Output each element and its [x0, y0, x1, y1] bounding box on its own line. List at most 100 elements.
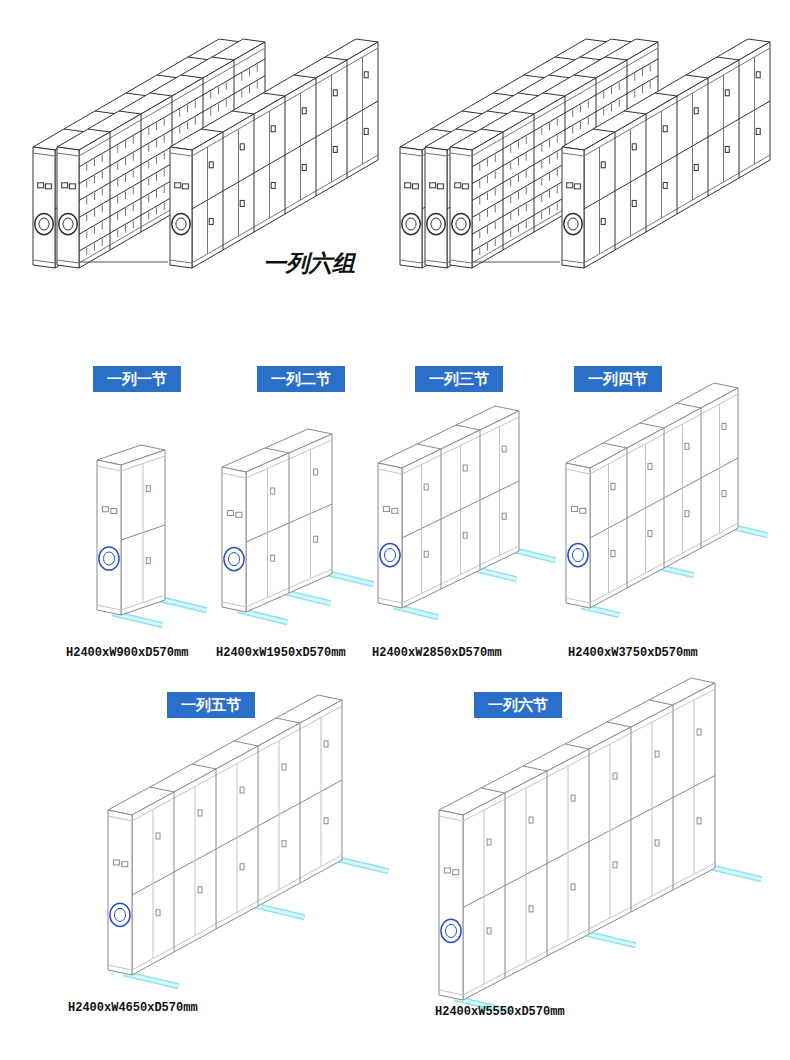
door-handle [613, 862, 617, 868]
tag-text: 一列四节 [588, 372, 648, 387]
panel-button [462, 184, 468, 189]
cabinet-line [593, 129, 615, 132]
door-handle [271, 126, 275, 132]
cabinet-line [425, 153, 447, 156]
cabinet-line [133, 170, 134, 177]
door-handle [302, 108, 306, 114]
door-handle [156, 910, 160, 916]
door-handle [529, 906, 533, 912]
tag-text: 一列一节 [107, 372, 167, 387]
cabinet-face [57, 147, 79, 268]
cabinet-line [117, 179, 118, 186]
door-handle [198, 810, 202, 816]
cabinet-line [267, 469, 268, 598]
cabinet-line [276, 718, 300, 723]
door-handle [613, 773, 617, 779]
cabinet-line [566, 598, 590, 603]
cabinet-line [717, 57, 739, 60]
panel-button [38, 183, 44, 188]
panel-button [122, 862, 128, 867]
cabinet-line [495, 205, 496, 212]
cabinet-line [133, 187, 134, 194]
cabinet-line [650, 81, 651, 88]
handwheel-logo [445, 924, 456, 937]
cabinet-line [179, 109, 180, 116]
handwheel-logo [456, 218, 466, 230]
cabinet-face [33, 147, 55, 268]
tag-text: 一列二节 [271, 372, 331, 387]
cabinet-face [425, 147, 447, 268]
cabinet-line [125, 158, 126, 165]
cabinet-line [88, 129, 110, 132]
door-handle [487, 928, 491, 934]
cabinet-line [148, 195, 149, 202]
panel-button [236, 512, 242, 517]
cabinet-line [125, 141, 126, 148]
cabinet-line [421, 465, 422, 594]
cabinet-line [649, 700, 673, 705]
panel-button [392, 508, 398, 513]
door-handle [146, 486, 150, 492]
cabinet-line [686, 75, 708, 78]
cabinet-line [557, 169, 558, 176]
cabinet-line [599, 147, 600, 254]
cabinet-line [86, 214, 87, 221]
cabinet-line [510, 196, 511, 203]
section-tag: 一列二节 [257, 366, 345, 392]
cabinet-line [222, 473, 246, 478]
cabinet-line [541, 195, 542, 202]
shelving-unit [439, 678, 762, 1011]
panel-button [571, 507, 577, 512]
cabinet-line [207, 147, 208, 254]
cabinet-face [170, 147, 192, 268]
cabinet-line [33, 153, 55, 156]
cabinet-line [526, 788, 527, 962]
cabinet-line [97, 466, 121, 471]
cabinet-line [479, 180, 480, 187]
cabinet-line [562, 260, 584, 263]
handwheel-logo [452, 213, 470, 234]
cabinet-line [181, 75, 203, 78]
cabinet-line [479, 231, 480, 238]
cabinet-line [108, 816, 132, 821]
cabinet-line [102, 239, 103, 246]
cabinet-line [108, 965, 132, 970]
door-handle [502, 513, 506, 519]
cabinet-line [518, 191, 519, 198]
cabinet-line [86, 197, 87, 204]
door-handle [324, 741, 328, 747]
cabinet-line [125, 208, 126, 215]
cabinet-line [425, 260, 447, 263]
door-handle [324, 818, 328, 824]
panel-button [175, 183, 181, 188]
cabinet-line [400, 260, 422, 263]
cabinet-line [568, 766, 569, 940]
cabinet-face [439, 810, 463, 1000]
cabinet-line [148, 161, 149, 168]
cabinet-line [495, 222, 496, 229]
cabinet-line [580, 105, 581, 112]
cabinet-line [549, 173, 550, 180]
handwheel-logo [568, 544, 588, 567]
cabinet-line [237, 764, 238, 913]
cabinet-line [170, 153, 192, 156]
cabinet-line [192, 101, 378, 209]
cabinet-line [630, 129, 631, 236]
cabinet-line [86, 180, 87, 187]
cabinet-line [562, 153, 584, 156]
cabinet-line [156, 157, 157, 164]
cabinet-line [580, 122, 581, 129]
cabinet-face [192, 42, 378, 268]
floor-track [79, 262, 168, 263]
cabinet-line [265, 448, 289, 453]
door-handle [198, 887, 202, 893]
cabinet-line [226, 82, 227, 89]
handwheel-logo [568, 218, 578, 230]
door-handle [611, 483, 615, 489]
cabinet-face [121, 450, 165, 615]
cabinet-line [86, 231, 87, 238]
door-handle [529, 817, 533, 823]
cabinet-line [141, 114, 142, 232]
tag-text: 一列五节 [181, 698, 241, 713]
cabinet-line [179, 126, 180, 133]
